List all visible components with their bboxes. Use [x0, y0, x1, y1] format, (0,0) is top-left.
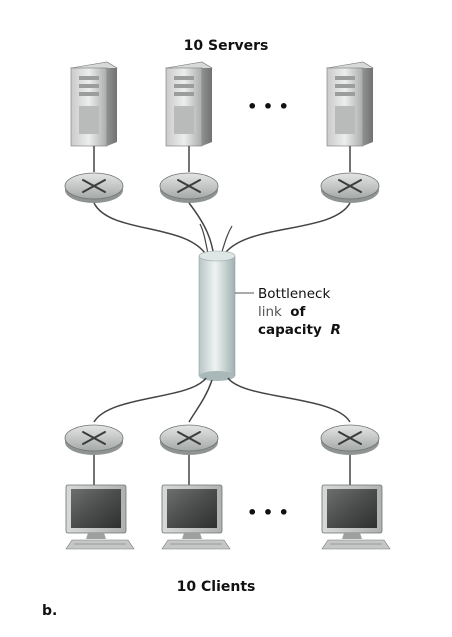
router-icon	[159, 424, 219, 455]
bottleneck-link-cylinder	[198, 250, 236, 381]
ellipsis-bottom: • • •	[247, 503, 289, 522]
bottleneck-label-capacity: capacity	[258, 322, 322, 338]
bottleneck-label-of: of	[290, 304, 305, 320]
computer-icon	[65, 484, 135, 550]
bottleneck-label-link: link	[258, 304, 282, 320]
router-icon	[64, 172, 124, 203]
bottleneck-label-r: R	[330, 322, 340, 338]
router-icon	[159, 172, 219, 203]
router-icon	[320, 424, 380, 455]
computer-icon	[321, 484, 391, 550]
server-icon	[70, 61, 118, 147]
bottleneck-router-link	[93, 377, 207, 423]
bottleneck-label-line2: link of	[258, 304, 305, 320]
server-icon	[326, 61, 374, 147]
bottleneck-label-line1: Bottleneck	[258, 286, 330, 302]
servers-label: 10 Servers	[184, 38, 269, 54]
bottleneck-label-line3: capacity R	[258, 322, 341, 338]
computer-icon	[161, 484, 231, 550]
bottleneck-router-link	[227, 377, 351, 423]
clients-label: 10 Clients	[177, 579, 256, 595]
router-icon	[320, 172, 380, 203]
bottleneck-router-link	[188, 379, 213, 423]
router-bottleneck-link	[93, 202, 209, 259]
ellipsis-top: • • •	[247, 97, 289, 116]
server-icon	[165, 61, 213, 147]
router-bottleneck-link	[221, 202, 351, 259]
router-icon	[64, 424, 124, 455]
panel-label: b.	[42, 603, 57, 619]
